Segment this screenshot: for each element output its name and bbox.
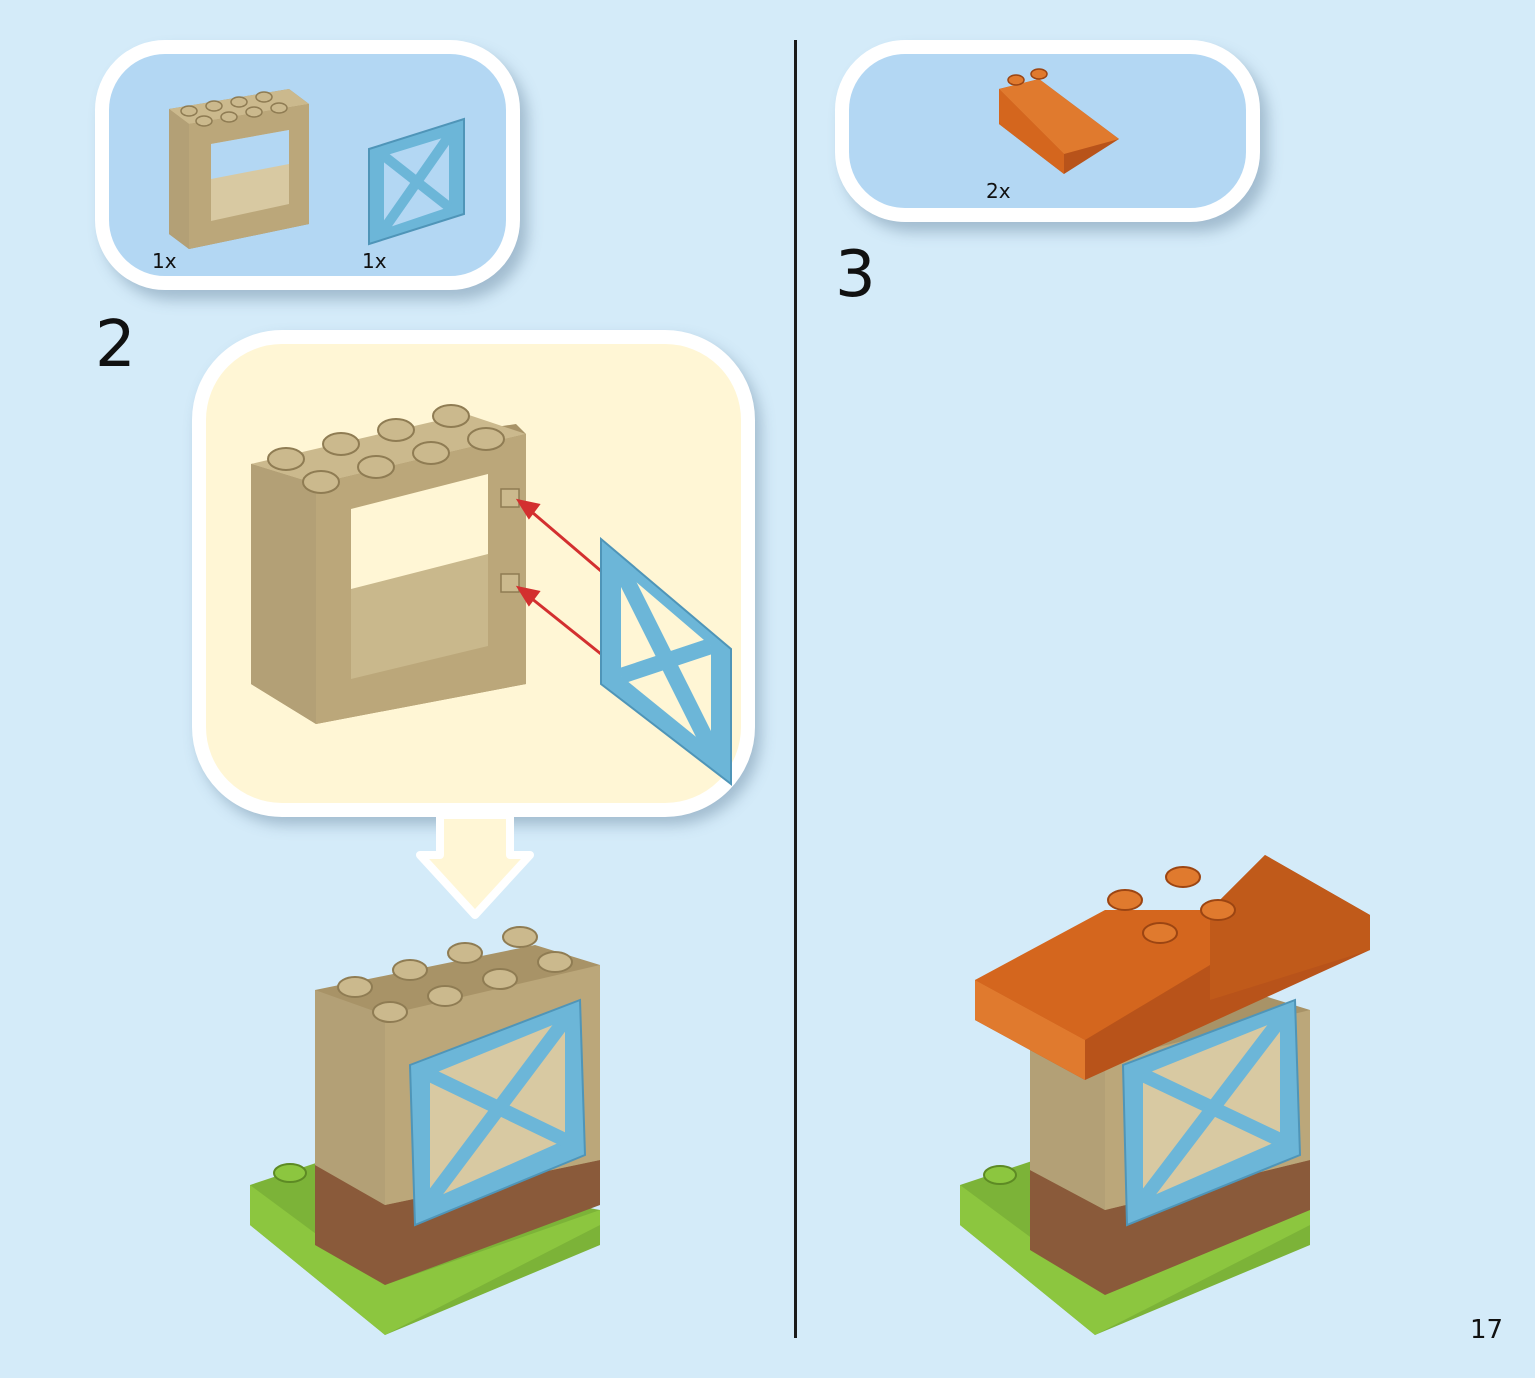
blue-window-shutter-icon <box>368 117 465 246</box>
step2-model-illustration <box>250 926 600 1335</box>
step3-parts-box: 2x <box>835 40 1260 222</box>
stud <box>377 418 415 442</box>
red-arrows <box>515 498 602 656</box>
step-number: 2 <box>95 308 136 382</box>
step3-model-illustration <box>960 855 1370 1335</box>
step-divider <box>794 40 797 1338</box>
stud <box>432 404 470 428</box>
down-arrow-icon <box>416 811 534 919</box>
part-qty: 1x <box>152 249 177 273</box>
assembly-detail-illustration <box>251 404 732 787</box>
stud <box>357 455 395 479</box>
stud <box>467 427 505 451</box>
tan-window-frame-brick-icon <box>169 89 309 249</box>
step-number: 3 <box>835 238 876 312</box>
part-qty: 1x <box>362 249 387 273</box>
orange-roof-slope-brick-icon <box>999 68 1119 174</box>
stud <box>302 470 340 494</box>
stud <box>412 441 450 465</box>
stud <box>267 447 305 471</box>
page-number: 17 <box>1470 1315 1504 1345</box>
stud <box>322 432 360 456</box>
part-qty: 2x <box>986 179 1011 203</box>
step2-parts-box: 1x 1x <box>95 40 520 290</box>
step2-callout <box>192 330 755 817</box>
